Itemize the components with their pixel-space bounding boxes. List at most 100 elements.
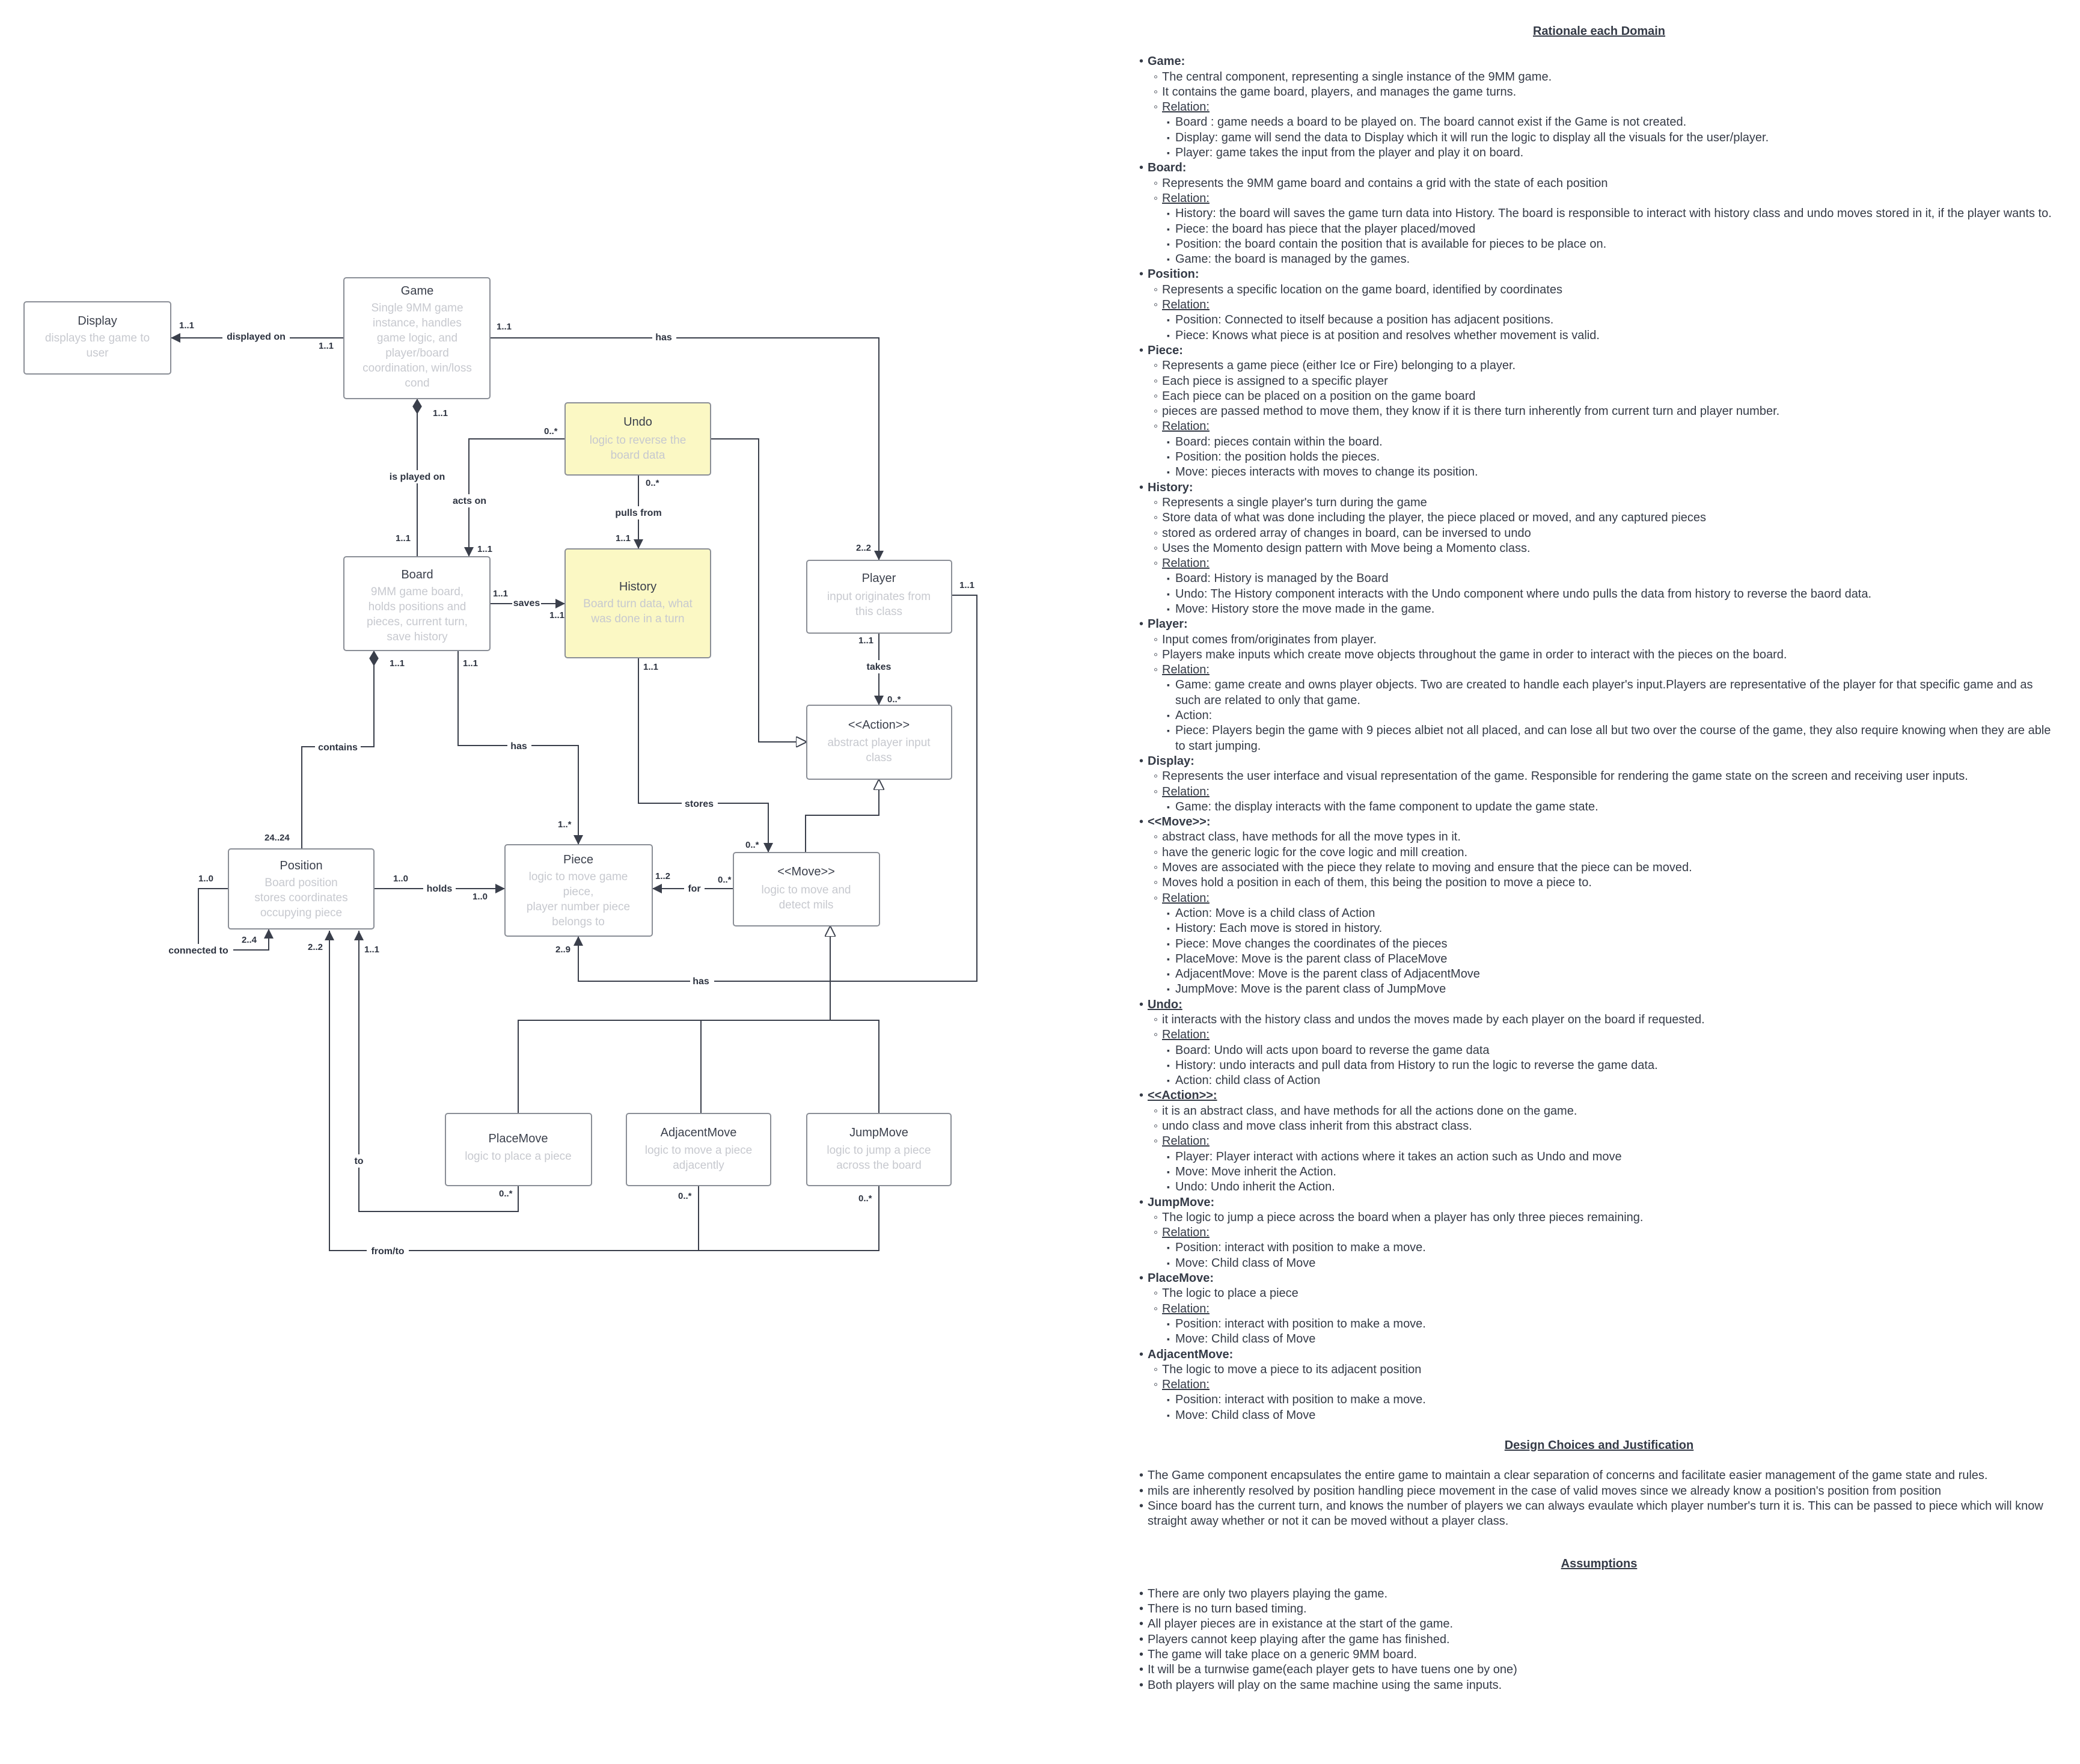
edge-placemove-move bbox=[518, 1020, 830, 1113]
node-desc: 9MM game board, bbox=[371, 586, 463, 598]
node-title: Piece bbox=[563, 853, 593, 866]
uml-class-diagram: Display displays the game to user Game S… bbox=[23, 277, 977, 1258]
mult: 1..1 bbox=[390, 658, 405, 669]
design-list: The Game component encapsulates the enti… bbox=[1139, 1468, 2059, 1529]
node-desc: holds positions and bbox=[369, 601, 466, 613]
multiplicities: 1..1 1..1 1..1 1..1 0..* 0..* 1..1 1..1 … bbox=[179, 320, 974, 1204]
rationale-item: stored as ordered array of changes in bo… bbox=[1139, 526, 2059, 542]
rationale-item: History: Each move is stored in history. bbox=[1139, 921, 2059, 937]
node-desc: Board turn data, what bbox=[583, 598, 693, 610]
node-desc: logic to move game bbox=[529, 871, 628, 883]
assumption-item: All player pieces are in existance at th… bbox=[1139, 1617, 2059, 1632]
rationale-item: pieces are passed method to move them, t… bbox=[1139, 404, 2059, 420]
rationale-item: Piece: the board has piece that the play… bbox=[1139, 222, 2059, 237]
mult: 2..4 bbox=[242, 935, 257, 945]
rationale-item: abstract class, have methods for all the… bbox=[1139, 830, 2059, 845]
node-desc: class bbox=[866, 752, 892, 764]
node-title: <<Action>> bbox=[848, 718, 910, 732]
rationale-item: JumpMove: bbox=[1139, 1195, 2059, 1211]
rationale-item: Relation: bbox=[1139, 1225, 2059, 1241]
label-has-piece: has bbox=[510, 741, 527, 752]
rationale-item: Game: bbox=[1139, 54, 2059, 70]
notes-panel: Rationale each Domain Game:The central c… bbox=[1139, 24, 2059, 1693]
rationale-item: AdjacentMove: Move is the parent class o… bbox=[1139, 967, 2059, 982]
mult: 1..1 bbox=[497, 322, 512, 332]
mult: 1..1 bbox=[477, 544, 492, 554]
rationale-item: The logic to jump a piece across the boa… bbox=[1139, 1210, 2059, 1226]
node-title: Player bbox=[862, 572, 896, 585]
label-pulls-from: pulls from bbox=[615, 508, 661, 518]
design-item: The Game component encapsulates the enti… bbox=[1139, 1468, 2059, 1484]
assumption-item: There is no turn based timing. bbox=[1139, 1602, 2059, 1617]
node-desc: displays the game to bbox=[45, 332, 150, 345]
mult: 1..1 bbox=[549, 610, 564, 620]
node-desc: logic to reverse the bbox=[590, 434, 687, 447]
class-placemove: PlaceMove logic to place a piece bbox=[445, 1113, 592, 1186]
node-desc: instance, handles bbox=[373, 317, 462, 329]
rationale-item: Move: pieces interacts with moves to cha… bbox=[1139, 465, 2059, 480]
label-has-bottom: has bbox=[693, 976, 709, 987]
node-desc: piece, bbox=[563, 886, 594, 898]
mult: 0..* bbox=[858, 1193, 872, 1204]
mult: 0..* bbox=[887, 694, 901, 705]
rationale-item: Relation: bbox=[1139, 1134, 2059, 1150]
rationale-item: Relation: bbox=[1139, 191, 2059, 207]
edge-jumpmove-move bbox=[830, 926, 879, 1113]
rationale-item: The logic to move a piece to its adjacen… bbox=[1139, 1362, 2059, 1378]
class-action: <<Action>> abstract player input class bbox=[806, 705, 952, 780]
mult: 0..* bbox=[499, 1189, 513, 1199]
mult: 1..0 bbox=[393, 874, 408, 884]
rationale-item: Display: game will send the data to Disp… bbox=[1139, 130, 2059, 146]
node-desc: game logic, and bbox=[377, 332, 457, 345]
node-title: Undo bbox=[623, 415, 652, 429]
class-player: Player input originates from this class bbox=[806, 560, 952, 634]
mult: 1..0 bbox=[473, 892, 488, 902]
rationale-item: PlaceMove: Move is the parent class of P… bbox=[1139, 952, 2059, 967]
rationale-item: Piece: Move changes the coordinates of t… bbox=[1139, 937, 2059, 952]
rationale-item: Position: bbox=[1139, 267, 2059, 283]
node-title: Game bbox=[401, 284, 433, 298]
assumptions-list: There are only two players playing the g… bbox=[1139, 1587, 2059, 1693]
rationale-item: Board: bbox=[1139, 161, 2059, 176]
label-to: to bbox=[354, 1156, 363, 1166]
class-piece: Piece logic to move game piece, player n… bbox=[504, 844, 653, 937]
node-desc: save history bbox=[387, 631, 448, 643]
label-acts-on: acts on bbox=[453, 496, 486, 506]
node-desc: belongs to bbox=[552, 916, 605, 928]
design-item: mils are inherently resolved by position… bbox=[1139, 1484, 2059, 1499]
node-title: PlaceMove bbox=[489, 1132, 548, 1145]
label-contains: contains bbox=[318, 743, 358, 753]
mult: 1..1 bbox=[179, 320, 194, 331]
rationale-item: Each piece can be placed on a position o… bbox=[1139, 389, 2059, 405]
node-desc: player/board bbox=[385, 347, 449, 360]
label-is-played-on: is played on bbox=[390, 472, 445, 482]
rationale-item: Action: Move is a child class of Action bbox=[1139, 906, 2059, 922]
node-desc: was done in a turn bbox=[590, 613, 684, 625]
rationale-item: Represents a single player's turn during… bbox=[1139, 495, 2059, 511]
assumption-item: Both players will play on the same machi… bbox=[1139, 1678, 2059, 1694]
node-desc: player number piece bbox=[527, 901, 630, 913]
mult: 0..* bbox=[544, 426, 558, 436]
edge-history-move bbox=[638, 658, 773, 853]
node-desc: logic to place a piece bbox=[465, 1150, 571, 1163]
label-takes: takes bbox=[867, 662, 892, 672]
node-desc: this class bbox=[855, 605, 902, 618]
class-undo: Undo logic to reverse the board data bbox=[564, 402, 711, 476]
rationale-item: Board : game needs a board to be played … bbox=[1139, 115, 2059, 130]
rationale-item: JumpMove: Move is the parent class of Ju… bbox=[1139, 982, 2059, 997]
rationale-item: Relation: bbox=[1139, 1027, 2059, 1043]
rationale-item: Undo: Undo inherit the Action. bbox=[1139, 1180, 2059, 1195]
rationale-item: Move: Child class of Move bbox=[1139, 1408, 2059, 1424]
node-desc: stores coordinates bbox=[254, 892, 347, 904]
class-move: <<Move>> logic to move and detect mils bbox=[733, 852, 880, 926]
rationale-item: Represents the user interface and visual… bbox=[1139, 769, 2059, 785]
mult: 1..1 bbox=[433, 408, 448, 418]
mult: 1..* bbox=[558, 819, 572, 830]
rationale-item: Player: bbox=[1139, 617, 2059, 632]
node-desc: input originates from bbox=[827, 590, 931, 603]
rationale-item: Game: game create and owns player object… bbox=[1139, 678, 2059, 708]
edge-undo-action bbox=[711, 438, 807, 742]
mult: 1..1 bbox=[616, 533, 631, 544]
rationale-item: Action: child class of Action bbox=[1139, 1073, 2059, 1089]
rationale-item: Move: Child class of Move bbox=[1139, 1332, 2059, 1347]
